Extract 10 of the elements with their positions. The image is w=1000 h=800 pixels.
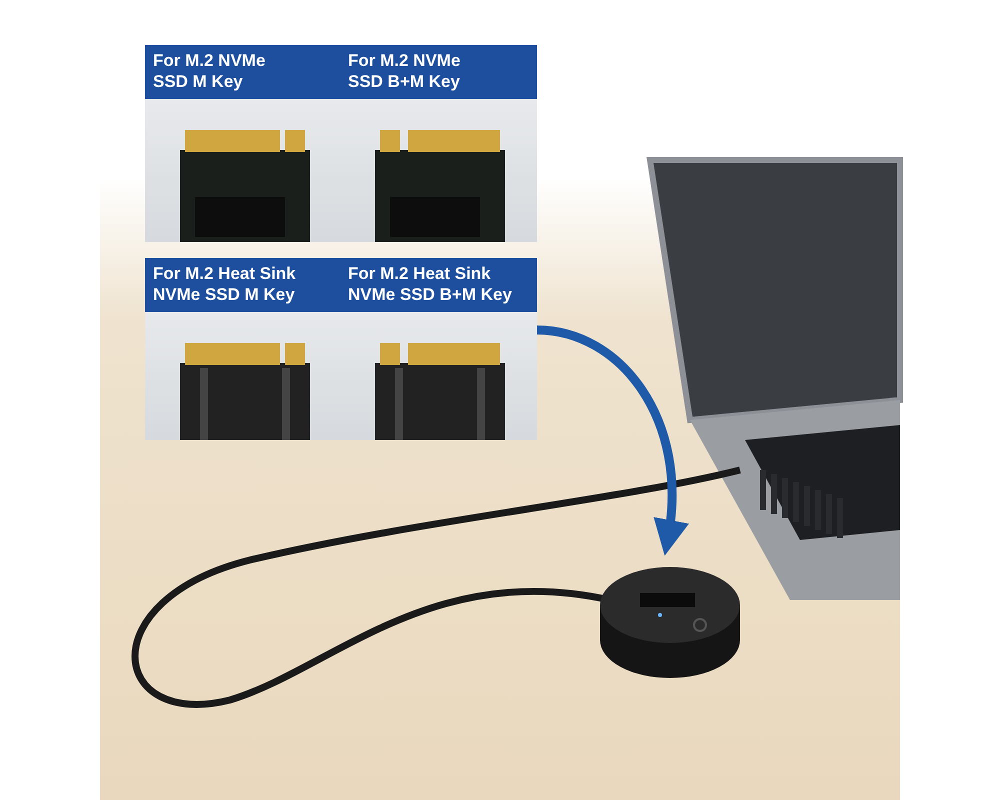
panel-heading: For M.2 NVMe SSD M Key [145,45,340,99]
arrow [536,326,688,556]
panel-heading: For M.2 NVMe SSD B+M Key [340,45,537,99]
panel-heading: For M.2 Heat Sink NVMe SSD B+M Key [340,258,537,312]
product-panel [340,258,537,440]
panel-heading: For M.2 Heat Sink NVMe SSD M Key [145,258,340,312]
docking-station-drawing [600,567,740,678]
product-panel [145,258,340,440]
product-panel [145,45,340,242]
product-panel [340,45,537,242]
